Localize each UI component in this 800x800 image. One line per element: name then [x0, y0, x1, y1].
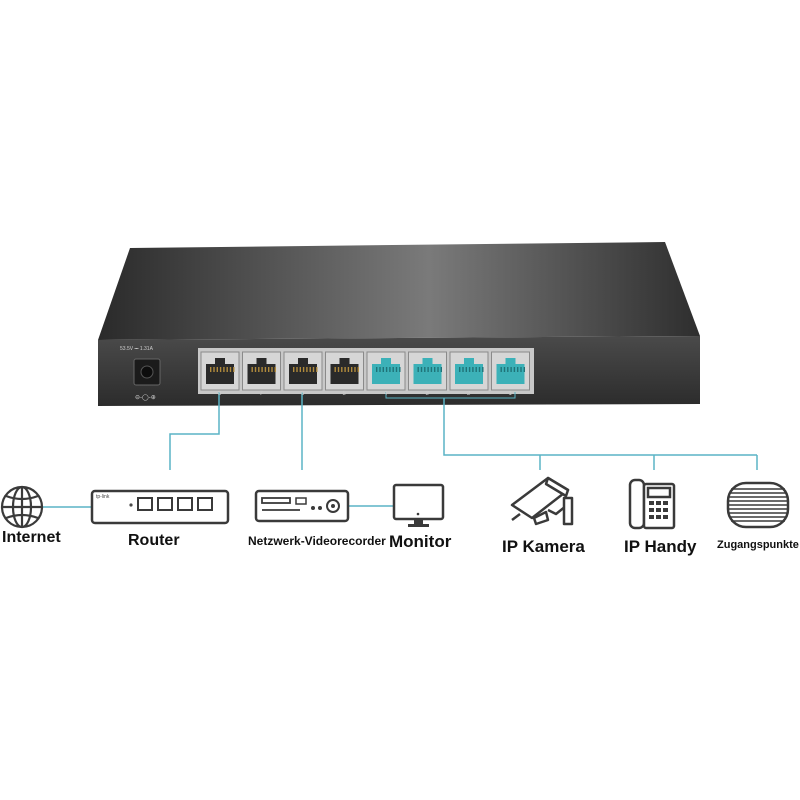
- camera-icon: [510, 476, 574, 526]
- port-number-4: 4: [384, 391, 388, 397]
- ethernet-port-3: [408, 351, 447, 391]
- access-point-label: Zugangspunkte: [717, 539, 799, 551]
- router-label: Router: [128, 532, 180, 549]
- port-number-3: 3: [425, 391, 429, 397]
- monitor-label: Monitor: [389, 532, 452, 551]
- port-number-2: 2: [467, 391, 471, 397]
- line-poe-bus: [443, 398, 757, 456]
- globe-icon: [0, 485, 44, 529]
- port-number-6: 6: [301, 391, 305, 397]
- ethernet-port-7: [242, 351, 281, 391]
- port-number-1: 1: [508, 391, 512, 397]
- router-icon: [90, 489, 230, 525]
- ethernet-port-5: [325, 351, 364, 391]
- port-number-7: 7: [259, 391, 263, 397]
- internet-label: Internet: [2, 529, 61, 546]
- ip-phone-label: IP Handy: [624, 537, 697, 556]
- poe-switch: ⊖-◯-⊕: [98, 242, 758, 470]
- ethernet-port-4: [366, 351, 406, 391]
- router-brand-logo: tp-link: [96, 494, 110, 500]
- port-number-5: 5: [342, 391, 346, 397]
- ethernet-port-2: [449, 351, 489, 391]
- ip-camera-label: IP Kamera: [502, 537, 585, 556]
- line-port8-router: [169, 392, 220, 470]
- power-jack-socket: [140, 365, 154, 379]
- poe-port-bracket: [385, 392, 516, 399]
- nvr-label: Netzwerk-Videorecorder: [248, 534, 386, 548]
- port-group: [200, 351, 530, 391]
- access-point-icon: [726, 481, 790, 529]
- monitor-icon: [392, 483, 445, 527]
- power-rating-label: 53.5V ⎓ 1.31A: [120, 346, 153, 352]
- ethernet-port-1: [491, 351, 530, 391]
- ethernet-port-8: [200, 351, 240, 391]
- switch-top-panel: [98, 242, 700, 340]
- ethernet-port-6: [283, 351, 323, 391]
- port-number-8: 8: [218, 391, 222, 397]
- polarity-symbol-icon: ⊖-◯-⊕: [135, 394, 156, 401]
- phone-icon: [628, 478, 676, 530]
- nvr-icon: [254, 489, 350, 523]
